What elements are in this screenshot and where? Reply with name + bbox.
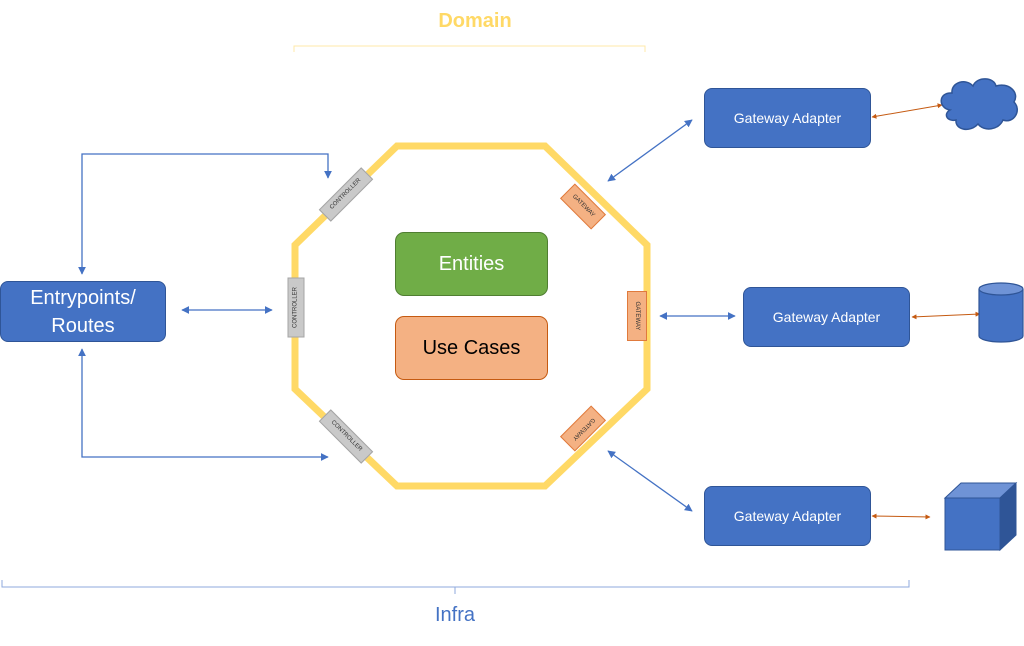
entities-box[interactable]: Entities <box>395 232 548 296</box>
cloud-icon <box>940 78 1018 131</box>
cube-icon <box>943 481 1018 552</box>
gateway-port-right: GATEWAY <box>627 291 647 341</box>
entrypoints-label: Entrypoints/ <box>30 286 136 309</box>
domain-title: Domain <box>438 10 512 32</box>
loop-top-connector <box>78 153 332 275</box>
gateway-adapter-middle[interactable]: Gateway Adapter <box>743 287 910 347</box>
use-cases-box[interactable]: Use Cases <box>395 316 548 380</box>
adapter-db-arrow <box>911 311 981 320</box>
controller-port-left: CONTROLLER <box>287 277 305 338</box>
adapter-cube-arrow <box>871 513 931 520</box>
database-icon <box>978 282 1024 343</box>
loop-bottom-connector <box>78 348 329 461</box>
entrypoints-routes-box[interactable]: Entrypoints/ Routes <box>0 281 166 342</box>
gateway-bottom-arrow <box>607 450 693 512</box>
infra-bracket <box>1 580 910 594</box>
gateway-adapter-bottom[interactable]: Gateway Adapter <box>704 486 871 546</box>
routes-label: Routes <box>51 314 115 337</box>
adapter-cloud-arrow <box>871 103 943 119</box>
gateway-top-arrow <box>607 119 693 182</box>
infra-title: Infra <box>434 604 476 626</box>
gateway-adapter-top[interactable]: Gateway Adapter <box>704 88 871 148</box>
domain-bracket <box>293 45 646 52</box>
